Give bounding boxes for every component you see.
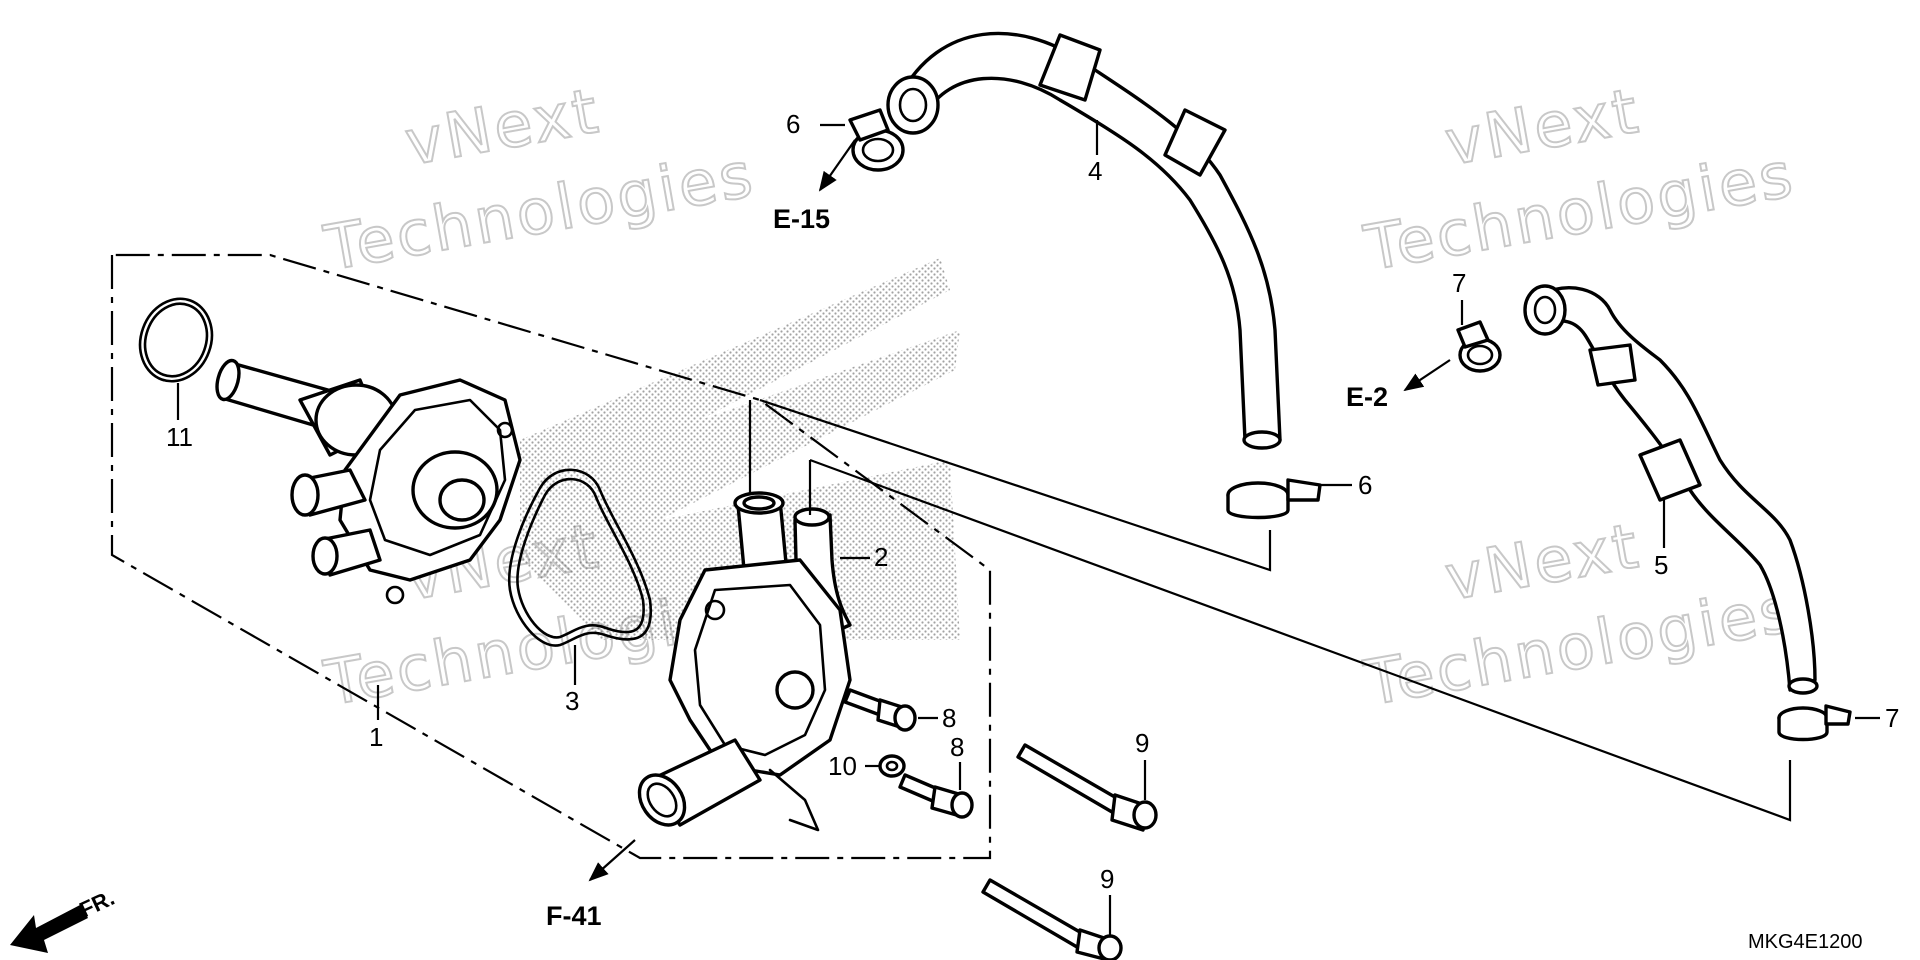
callout-6-upper: 6	[786, 109, 800, 139]
callout-3: 3	[565, 686, 579, 716]
diagram-code: MKG4E1200	[1748, 931, 1863, 953]
water-pump-part	[215, 358, 522, 605]
o-ring-part	[138, 297, 214, 383]
watermark-line1: vNext	[400, 74, 606, 180]
outlet-housing-part	[637, 491, 852, 832]
reference-link-e15[interactable]: E-15	[773, 204, 830, 234]
callout-4: 4	[1088, 156, 1102, 186]
hose-lower-part	[1523, 284, 1819, 695]
watermark-line2: Technologies	[319, 137, 760, 284]
watermark-line1: vNext	[1440, 74, 1646, 180]
bolt-8-lower	[898, 773, 974, 819]
assembly-group-outline	[110, 253, 992, 860]
gasket-inner-edge	[516, 477, 645, 639]
callout-2: 2	[874, 542, 888, 572]
screen-tone	[520, 258, 960, 640]
reference-link-f41[interactable]: F-41	[546, 901, 602, 931]
callout-1: 1	[369, 722, 383, 752]
gasket-part	[507, 468, 653, 647]
watermark-line2: Technologies	[1359, 572, 1800, 719]
callout-8-upper: 8	[942, 703, 956, 733]
callout-5: 5	[1654, 550, 1668, 580]
hose-clamp-lower-left	[1456, 320, 1502, 373]
section-references[interactable]: E-15 E-2 F-41	[546, 204, 1388, 931]
callout-7-lower: 7	[1885, 703, 1899, 733]
callout-10: 10	[828, 751, 857, 781]
callout-9-lower: 9	[1100, 864, 1114, 894]
assembly-connector-lines	[748, 398, 1792, 822]
callout-leaders	[176, 120, 1880, 935]
hose-upper-part	[886, 31, 1282, 450]
washer-part	[878, 754, 906, 778]
hose-clamp-upper-left	[848, 108, 905, 172]
hose-clamp-lower-right	[1777, 704, 1852, 742]
watermark-group: vNext Technologies vNext Technologies vN…	[318, 73, 1801, 721]
callout-11: 11	[166, 422, 193, 452]
watermark-line1: vNext	[1440, 509, 1646, 615]
front-arrow-icon	[10, 905, 88, 953]
bolt-8-upper	[843, 688, 917, 732]
callout-6-lower: 6	[1358, 470, 1372, 500]
bolt-9-upper	[1016, 743, 1158, 832]
callout-8-lower: 8	[950, 732, 964, 762]
callout-7-upper: 7	[1452, 268, 1466, 298]
bolt-9-lower	[981, 878, 1123, 960]
callout-9-upper: 9	[1135, 728, 1149, 758]
reference-link-e2[interactable]: E-2	[1346, 382, 1388, 412]
front-direction-indicator: FR.	[10, 885, 118, 953]
watermark-line2: Technologies	[1359, 137, 1800, 284]
hose-clamp-upper-right	[1226, 478, 1322, 520]
callout-labels: 11 2 3 4 5 6 6 7 7 8 8 9 9 10 1	[166, 109, 1899, 894]
